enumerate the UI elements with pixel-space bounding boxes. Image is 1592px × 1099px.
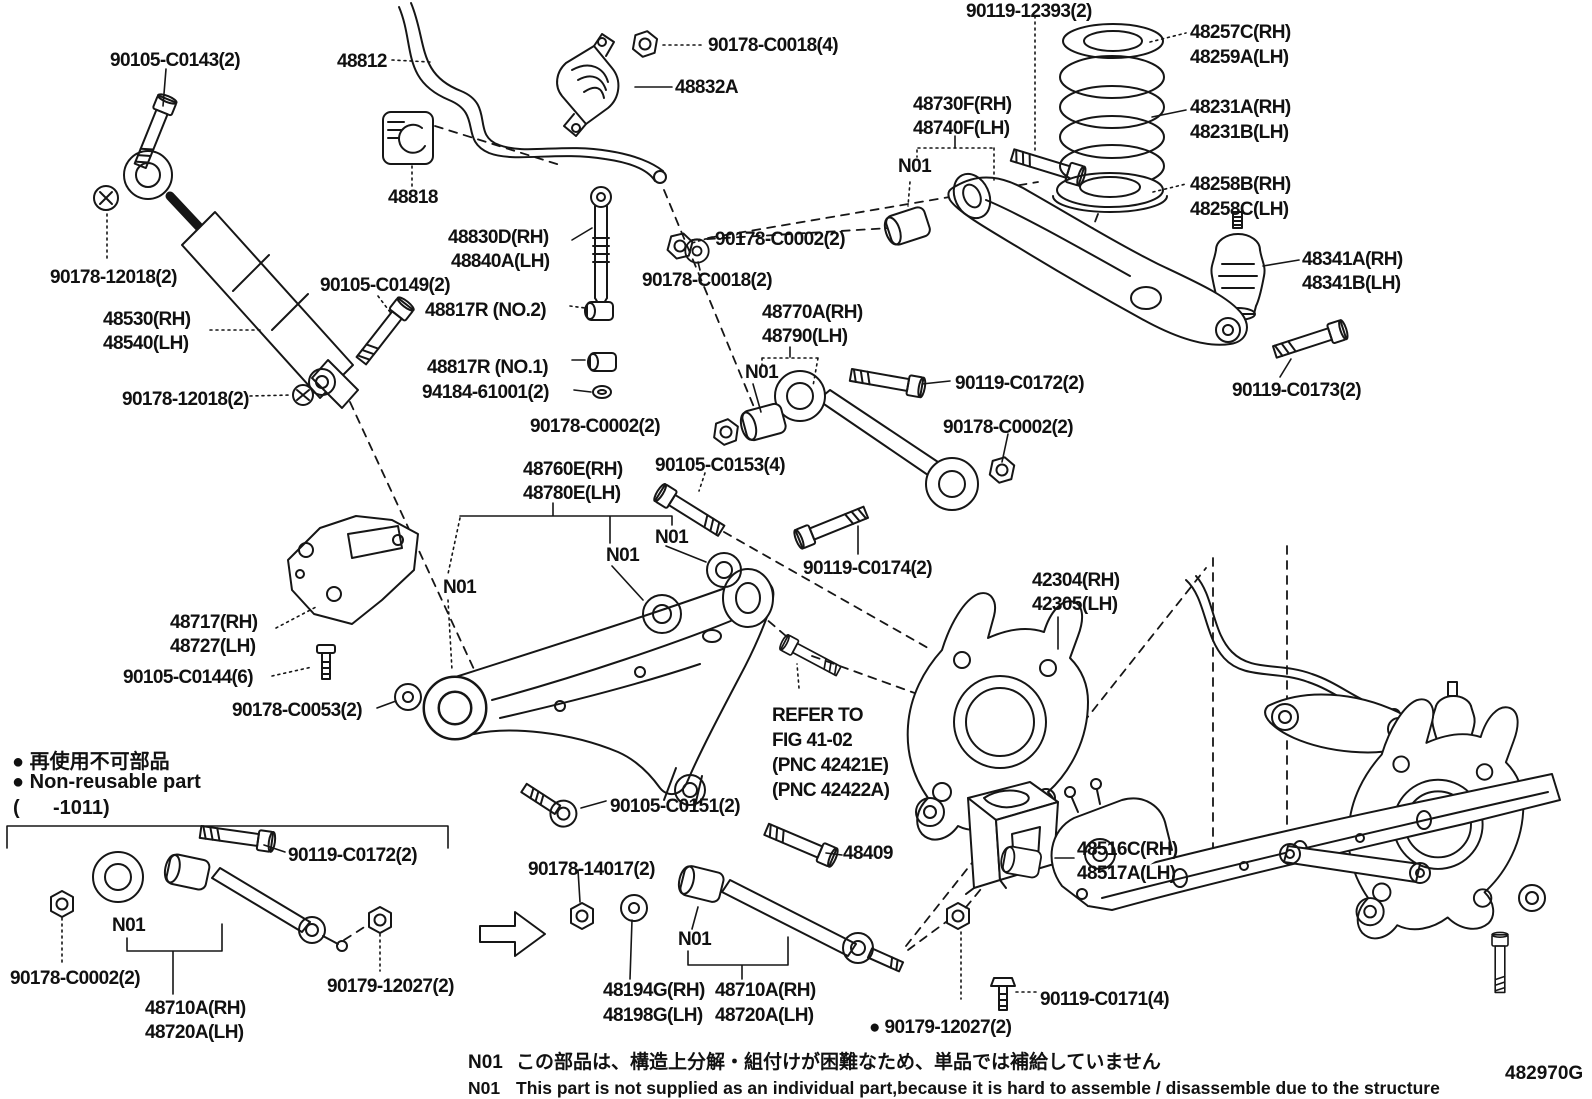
shock-absorber-drawing	[93, 91, 417, 409]
label-48258b: 48258B(RH)	[1190, 174, 1291, 195]
label-48720a-a: 48720A(LH)	[145, 1022, 244, 1043]
direction-arrow	[479, 911, 546, 957]
label-48760e: 48760E(RH)	[523, 459, 623, 480]
damper-mount-bracket-drawing	[965, 781, 1059, 895]
label-48717: 48717(RH)	[170, 612, 258, 633]
label-48540: 48540(LH)	[103, 333, 189, 354]
legend-nonreusable-jp: ● 再使用不可部品	[12, 751, 170, 773]
small-fasteners-top	[630, 28, 710, 264]
label-90178-c0002-a: 90178-C0002(2)	[715, 229, 846, 250]
label-94184-61001: 94184-61001(2)	[422, 382, 549, 403]
label-42304: 42304(RH)	[1032, 570, 1120, 591]
label-90178-c0053: 90178-C0053(2)	[232, 700, 363, 721]
footnote-tag-en: N01	[468, 1078, 501, 1098]
label-48258c: 48258C(LH)	[1190, 199, 1289, 220]
label-48727: 48727(LH)	[170, 636, 256, 657]
label-48832a: 48832A	[675, 77, 739, 98]
label-48198g: 48198G(LH)	[603, 1005, 703, 1026]
label-90105-c0143: 90105-C0143(2)	[110, 50, 241, 71]
applicability-range: ( -1011)	[13, 797, 110, 819]
label-90178-c0018-2: 90178-C0018(2)	[642, 270, 773, 291]
label-90105-c0151: 90105-C0151(2)	[610, 796, 741, 817]
label-48720a-b: 48720A(LH)	[715, 1005, 814, 1026]
upper-rod-drawing	[712, 364, 1017, 551]
label-90178-c0018-4: 90178-C0018(4)	[708, 35, 839, 56]
label-48341b: 48341B(LH)	[1302, 273, 1401, 294]
label-n01-2: N01	[745, 362, 779, 383]
label-90119-12393: 90119-12393(2)	[966, 1, 1092, 22]
label-n01-7: N01	[678, 929, 712, 950]
label-90105-c0149: 90105-C0149(2)	[320, 275, 451, 296]
label-48830d: 48830D(RH)	[448, 227, 549, 248]
label-48194g: 48194G(RH)	[603, 980, 705, 1001]
label-48817r-no1: 48817R (NO.1)	[427, 357, 549, 378]
label-48259a: 48259A(LH)	[1190, 47, 1289, 68]
footnote-jp: N01 この部品は、構造上分解・組付けが困難なため、単品では補給していません	[468, 1047, 1161, 1074]
label-90178-c0002-c: 90178-C0002(2)	[943, 417, 1074, 438]
label-48517a: 48517A(LH)	[1077, 863, 1176, 884]
label-48770a: 48770A(RH)	[762, 302, 863, 323]
label-90105-c0153: 90105-C0153(4)	[655, 455, 786, 476]
stabilizer-bar-drawing	[398, 2, 667, 184]
label-refer-to: REFER TO	[772, 705, 864, 726]
label-pnc-42421e: (PNC 42421E)	[772, 755, 889, 776]
rear-suspension-arm-drawing	[880, 144, 1351, 363]
label-90178-c0002-d: 90178-C0002(2)	[10, 968, 141, 989]
trailing-arm-drawing	[422, 481, 775, 828]
label-48740f: 48740F(LH)	[913, 118, 1010, 139]
label-90178-14017: 90178-14017(2)	[528, 859, 655, 880]
label-n01-1: N01	[898, 156, 932, 177]
label-pnc-42422a: (PNC 42422A)	[772, 780, 890, 801]
label-90119-c0171: 90119-C0171(4)	[1040, 989, 1170, 1010]
stabilizer-link-drawing	[584, 186, 617, 399]
label-48817r-no2: 48817R (NO.2)	[425, 300, 547, 321]
label-90179-12027-a: 90179-12027(2)	[327, 976, 454, 997]
label-48818: 48818	[388, 187, 438, 208]
footnote-text-jp: この部品は、構造上分解・組付けが困難なため、単品では補給していません	[516, 1052, 1161, 1073]
label-n01-3: N01	[655, 527, 689, 548]
lateral-rod-center-drawing	[570, 819, 1016, 1011]
label-n01-6: N01	[112, 915, 146, 936]
label-48257c: 48257C(RH)	[1190, 22, 1291, 43]
label-48231a: 48231A(RH)	[1190, 97, 1291, 118]
label-90179-12027-b: ● 90179-12027(2)	[869, 1017, 1012, 1038]
arm-support-bracket-drawing	[287, 515, 422, 711]
assembled-axle-drawing	[998, 575, 1561, 994]
label-90119-c0173: 90119-C0173(2)	[1232, 380, 1362, 401]
label-48409: 48409	[843, 843, 893, 864]
label-48840a: 48840A(LH)	[451, 251, 550, 272]
label-48790: 48790(LH)	[762, 326, 848, 347]
stabilizer-bracket-drawing	[556, 33, 620, 137]
label-48231b: 48231B(LH)	[1190, 122, 1289, 143]
figure-code: 482970G	[1505, 1063, 1584, 1084]
label-48516c: 48516C(RH)	[1077, 839, 1178, 860]
label-90178-12018-b: 90178-12018(2)	[122, 389, 249, 410]
label-48812: 48812	[337, 51, 387, 72]
label-48780e: 48780E(LH)	[523, 483, 621, 504]
stabilizer-bushing-drawing	[382, 111, 434, 165]
label-n01-4: N01	[606, 545, 640, 566]
label-48710a-b: 48710A(RH)	[715, 980, 816, 1001]
label-90119-c0172-b: 90119-C0172(2)	[288, 845, 418, 866]
label-n01-5: N01	[443, 577, 477, 598]
label-90119-c0174: 90119-C0174(2)	[803, 558, 933, 579]
label-48730f: 48730F(RH)	[913, 94, 1012, 115]
footnote-en: N01 This part is not supplied as an indiv…	[468, 1078, 1440, 1099]
label-48530: 48530(RH)	[103, 309, 191, 330]
label-42305: 42305(LH)	[1032, 594, 1118, 615]
label-fig-41-02: FIG 41-02	[772, 730, 853, 751]
legend-nonreusable-en: ● Non-reusable part	[12, 771, 201, 793]
label-90178-c0002-b: 90178-C0002(2)	[530, 416, 661, 437]
label-90119-c0172-a: 90119-C0172(2)	[955, 373, 1085, 394]
footnote-text-en: This part is not supplied as an individu…	[516, 1078, 1440, 1098]
footnote-tag-jp: N01	[468, 1052, 503, 1073]
lateral-rod-left-drawing	[50, 821, 392, 952]
label-48710a-a: 48710A(RH)	[145, 998, 246, 1019]
label-90178-12018-a: 90178-12018(2)	[50, 267, 177, 288]
label-90105-c0144: 90105-C0144(6)	[123, 667, 254, 688]
label-48341a: 48341A(RH)	[1302, 249, 1403, 270]
leader-lines	[6, 15, 1300, 1000]
